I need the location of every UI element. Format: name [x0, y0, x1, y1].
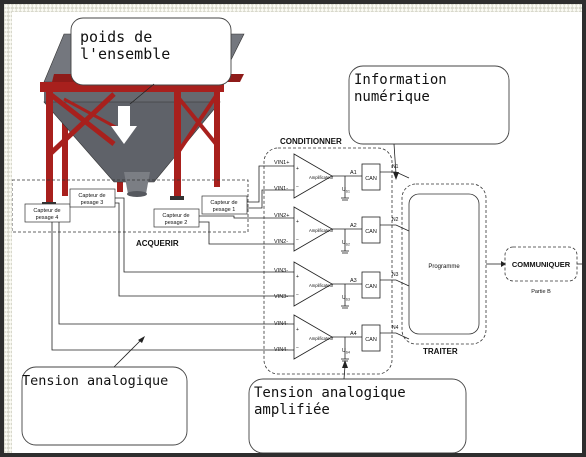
amplifier-channels: VIN1+VIN1-+−AmplificateurA1US1CANN1VIN2+…	[274, 153, 410, 362]
traiter-label: TRAITER	[423, 347, 458, 356]
can-label: CAN	[365, 176, 377, 182]
communiquer-label: COMMUNIQUER	[512, 260, 571, 269]
can-label: CAN	[365, 337, 377, 343]
can-block	[361, 324, 381, 352]
svg-text:+: +	[296, 274, 299, 280]
u-label: US4	[342, 348, 350, 355]
vin-plus-label: VIN1+	[274, 160, 289, 166]
programme-block	[408, 193, 480, 335]
amplifier-label: Amplificateur	[309, 228, 334, 233]
can-block	[361, 216, 381, 244]
svg-text:pesage 1: pesage 1	[213, 207, 236, 213]
svg-text:numérique: numérique	[354, 89, 430, 105]
n-label: N4	[392, 325, 399, 331]
capteur-pesage-2: Capteur de pesage 2	[153, 208, 200, 228]
svg-text:+: +	[296, 327, 299, 333]
a-label: A4	[350, 331, 357, 337]
svg-text:Information: Information	[354, 72, 447, 88]
svg-text:Tension analogique: Tension analogique	[22, 373, 168, 389]
svg-text:Capteur de: Capteur de	[162, 213, 189, 219]
amplifier-label: Amplificateur	[309, 283, 334, 288]
can-label: CAN	[365, 284, 377, 290]
svg-text:−: −	[296, 292, 299, 298]
svg-text:pesage 4: pesage 4	[36, 215, 59, 221]
svg-text:Capteur de: Capteur de	[78, 193, 105, 199]
n-label: N2	[392, 217, 399, 223]
svg-text:+: +	[296, 166, 299, 172]
u-label: US2	[342, 240, 350, 247]
callout-poids: poids de l'ensemble	[70, 17, 232, 105]
conditionner-label: CONDITIONNER	[280, 137, 342, 146]
callout-poids-line2: l'ensemble	[80, 45, 170, 63]
svg-text:−: −	[296, 345, 299, 351]
callout-poids-line1: poids de	[80, 28, 152, 46]
svg-text:pesage 2: pesage 2	[165, 220, 188, 226]
amplifier-triangle	[293, 153, 333, 199]
amplifier-triangle	[293, 314, 333, 360]
vin-plus-label: VIN4-	[274, 321, 288, 327]
vin-minus-label: VIN4-	[274, 347, 288, 353]
a-label: A3	[350, 278, 357, 284]
svg-text:Tension analogique: Tension analogique	[254, 385, 406, 401]
capteur-pesage-1: Capteur de pesage 1	[201, 195, 248, 215]
vin-plus-label: VIN2+	[274, 213, 289, 219]
capteur-pesage-4: Capteur de pesage 4	[24, 203, 71, 223]
svg-text:Capteur de: Capteur de	[210, 200, 237, 206]
svg-text:Capteur de: Capteur de	[33, 208, 60, 214]
amplifier-triangle	[293, 261, 333, 307]
svg-text:−: −	[296, 237, 299, 243]
a-label: A2	[350, 223, 357, 229]
conditionner-zone	[263, 147, 393, 375]
svg-text:−: −	[296, 184, 299, 190]
sensor-wires	[51, 165, 294, 351]
diagram-svg: poids de l'ensemble ACQUERIR Capteur de …	[12, 17, 582, 453]
amplifier-label: Amplificateur	[309, 336, 334, 341]
acquerir-zone	[12, 179, 249, 233]
vin-minus-label: VIN2-	[274, 239, 288, 245]
partie-b-label: Partie B	[531, 289, 551, 295]
capteur-pesage-3: Capteur de pesage 3	[69, 188, 116, 208]
svg-text:amplifiée: amplifiée	[254, 402, 330, 418]
can-label: CAN	[365, 229, 377, 235]
acquerir-label: ACQUERIR	[136, 239, 179, 248]
u-label: US1	[342, 187, 350, 194]
n-label: N3	[392, 272, 399, 278]
callout-tension-amp: Tension analogique amplifiée	[248, 360, 467, 453]
svg-text:+: +	[296, 219, 299, 225]
can-block	[361, 163, 381, 191]
programme-label: Programme	[428, 264, 460, 270]
callout-tension: Tension analogique	[21, 336, 188, 446]
a-label: A1	[350, 170, 357, 176]
amplifier-label: Amplificateur	[309, 175, 334, 180]
callout-info: Information numérique	[348, 65, 510, 180]
svg-text:pesage 3: pesage 3	[81, 200, 104, 206]
diagram-canvas: poids de l'ensemble ACQUERIR Capteur de …	[12, 12, 582, 453]
vin-minus-label: VIN3-	[274, 294, 288, 300]
vin-minus-label: VIN1-	[274, 186, 288, 192]
traiter-zone	[401, 183, 487, 345]
u-label: US3	[342, 295, 350, 302]
vin-plus-label: VIN3-	[274, 268, 288, 274]
can-block	[361, 271, 381, 299]
amplifier-triangle	[293, 206, 333, 252]
